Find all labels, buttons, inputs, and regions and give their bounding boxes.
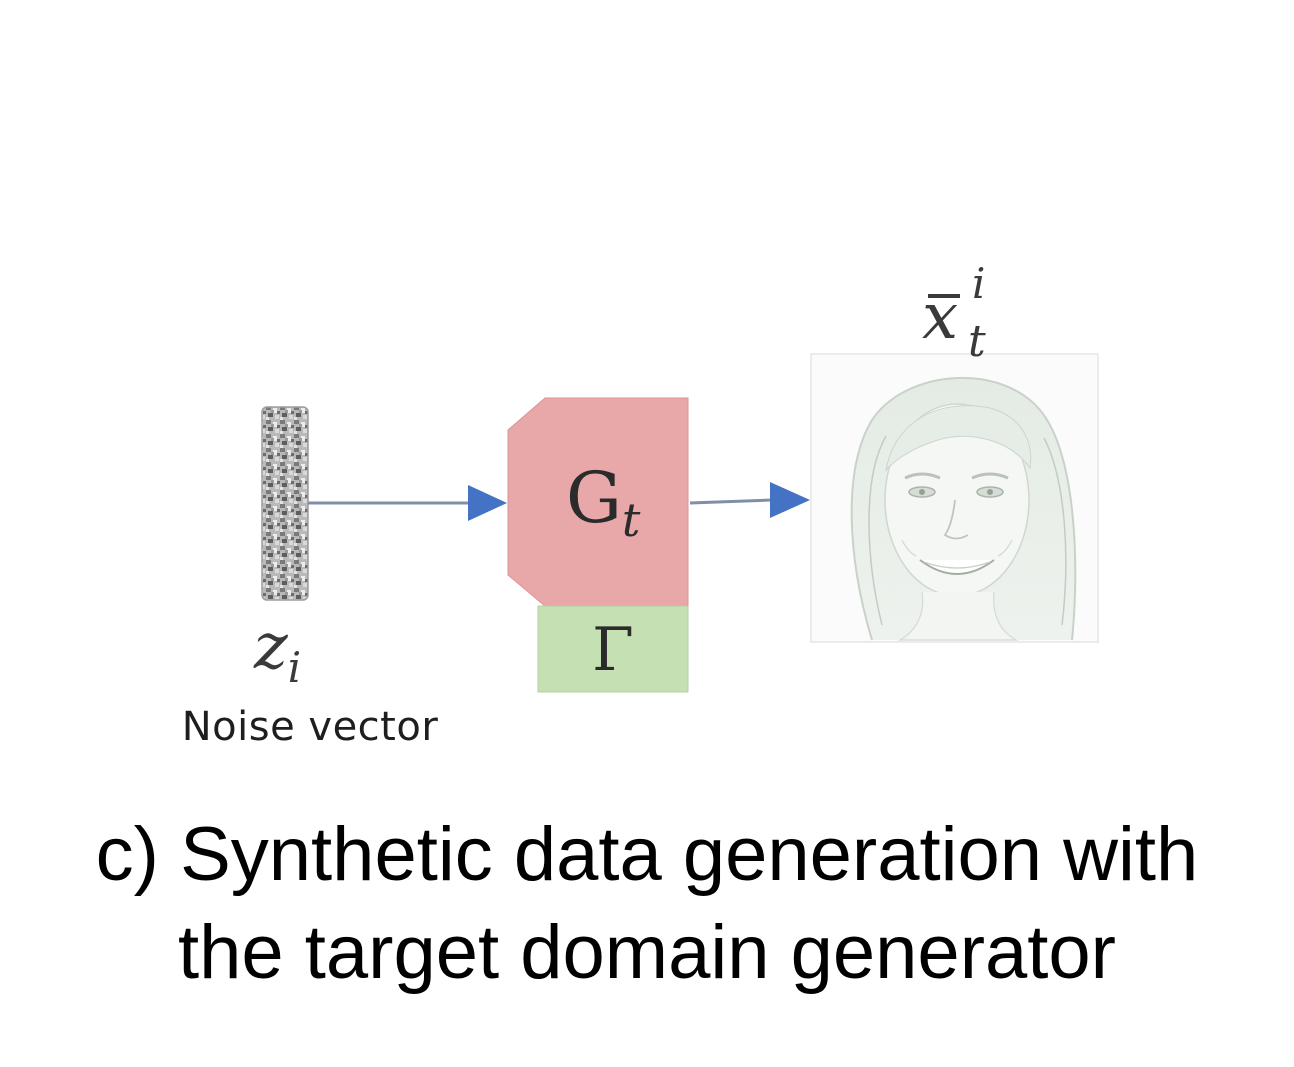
arrow-generator-to-output-head [770,482,810,518]
noise-symbol: zi [253,610,301,692]
noise-vector-label: Noise vector [181,704,439,750]
svg-text:i: i [972,259,985,308]
caption-line-2: the target domain generator [178,910,1116,995]
generator-symbol: Gt [566,457,641,547]
noise-vector-bar [261,406,309,601]
arrow-noise-to-generator-head [468,485,507,521]
figure-caption: c) Synthetic data generation with the ta… [20,806,1274,1002]
gamma-block [537,605,689,693]
gamma-symbol: Γ [592,615,634,685]
svg-text:x: x [922,280,958,354]
caption-line-1: c) Synthetic data generation with [95,812,1199,897]
svg-text:t: t [968,316,986,367]
arrow-generator-to-output-line [689,498,773,505]
output-symbol: x i t [922,259,986,367]
output-face-image [810,353,1099,643]
